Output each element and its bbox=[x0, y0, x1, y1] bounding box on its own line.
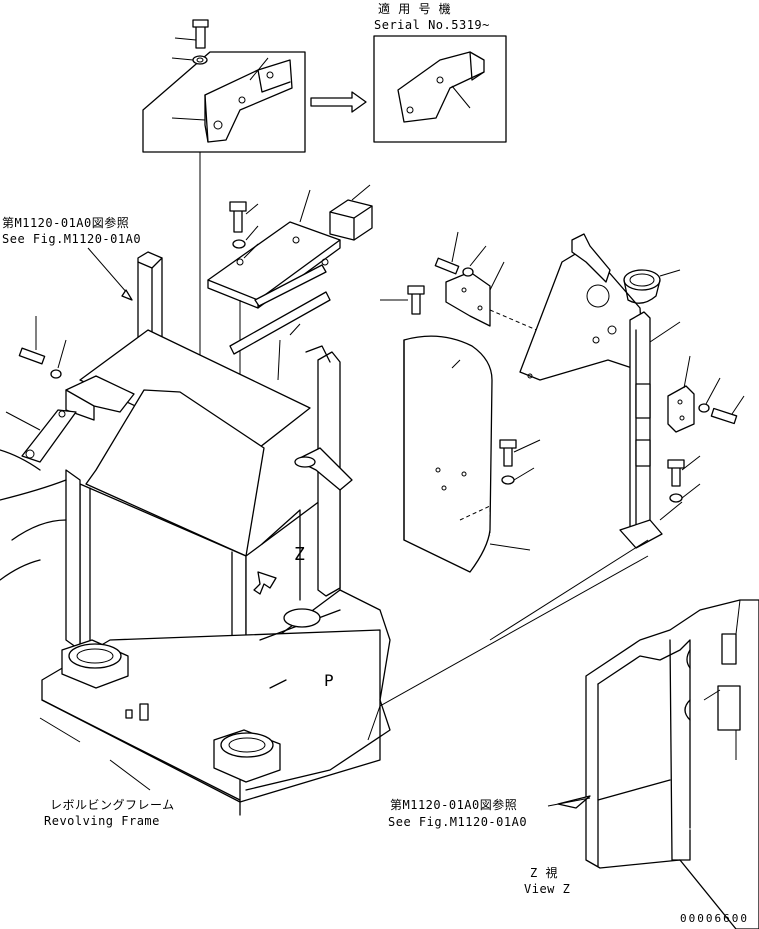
side-cover-panel bbox=[403, 335, 531, 573]
rubber-block bbox=[329, 184, 373, 241]
cover-plate bbox=[207, 221, 341, 309]
serial-detail-box bbox=[373, 35, 507, 143]
plate-bolt bbox=[229, 201, 259, 405]
transition-arrow bbox=[310, 91, 367, 113]
z-marker: Z bbox=[294, 544, 306, 565]
hood-assembly bbox=[0, 247, 391, 816]
view-label-line1: Z 視 bbox=[530, 866, 558, 880]
p-marker: P bbox=[324, 671, 335, 690]
view-label-line2: View Z bbox=[524, 882, 571, 896]
right-frame bbox=[519, 233, 745, 549]
bar-strip bbox=[229, 291, 331, 355]
serial-note-line1: 適 用 号 機 bbox=[378, 2, 452, 16]
ref-bottom-line1: 第M1120-01A0図参照 bbox=[390, 798, 518, 812]
ref-top-line2: See Fig.M1120-01A0 bbox=[2, 232, 142, 246]
bracket-detail-box bbox=[142, 19, 306, 153]
frame-label-line2: Revolving Frame bbox=[44, 814, 160, 828]
drawing-number: 00006600 bbox=[680, 912, 749, 925]
view-z-detail bbox=[547, 599, 759, 929]
frame-label-line1: レボルビングフレーム bbox=[50, 798, 175, 812]
serial-note-line2: Serial No.5319~ bbox=[374, 18, 490, 32]
side-cover-bolt bbox=[380, 285, 425, 315]
ref-top-line1: 第M1120-01A0図参照 bbox=[2, 216, 130, 230]
middle-bolt bbox=[499, 439, 541, 485]
ref-bottom-line2: See Fig.M1120-01A0 bbox=[388, 815, 528, 829]
